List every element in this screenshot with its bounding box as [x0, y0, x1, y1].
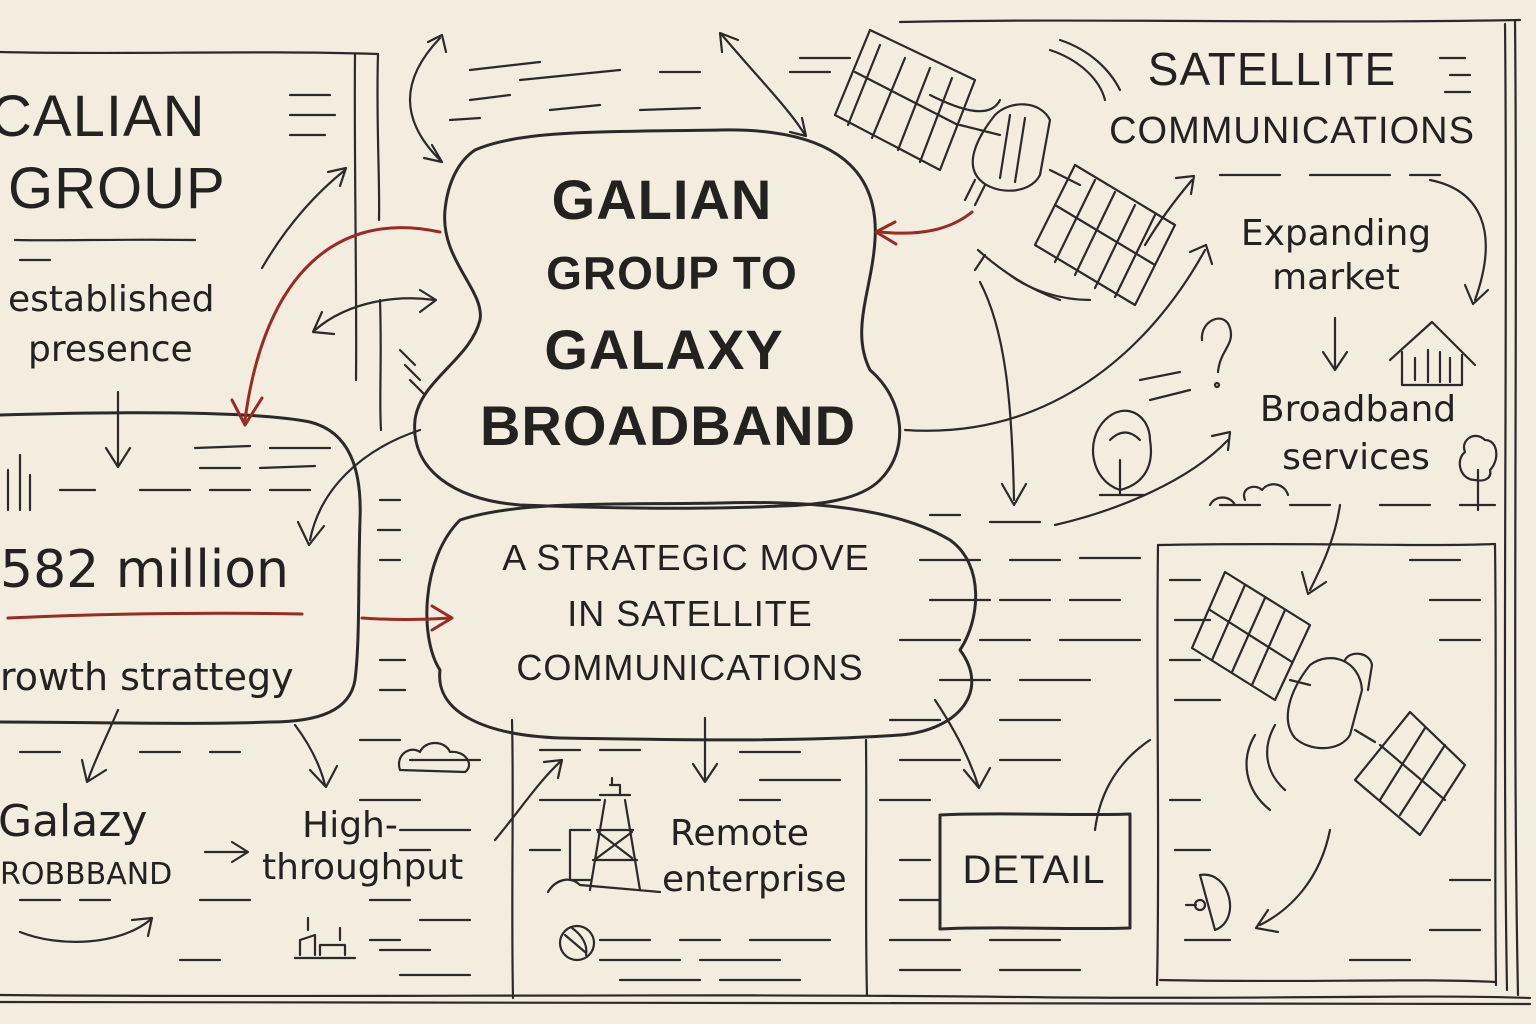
center-title-line4: BROADBAND — [479, 394, 857, 457]
broadband-line1: Broadband — [1259, 389, 1457, 430]
center-subtitle-line3: COMMUNICATIONS — [516, 647, 864, 688]
globe-icon — [558, 924, 596, 962]
growth-strategy-label: rowth strattegy — [0, 655, 294, 699]
expanding-line1: Expanding — [1240, 213, 1432, 254]
chart-bars-icon — [6, 453, 32, 512]
tree-icon — [1091, 409, 1498, 512]
left-panel-outline — [0, 238, 362, 725]
satellite-icon — [833, 28, 1177, 307]
high-line1: High- — [302, 805, 398, 846]
expanding-line2: market — [1272, 257, 1400, 298]
dish-icon — [1184, 873, 1232, 932]
cloud-icon — [397, 483, 1290, 774]
tower-icon — [546, 776, 662, 894]
left-title-line2: GROUP — [8, 156, 226, 221]
detail-box-outline — [938, 812, 1132, 931]
frame-lines — [0, 18, 1532, 1006]
scribble-lines — [18, 38, 1497, 982]
satellite-icon-small — [1190, 570, 1467, 837]
detail-label: DETAIL — [962, 848, 1106, 892]
established-line1: established — [8, 279, 215, 320]
center-title-line3: GALAXY — [544, 318, 784, 381]
black-arrows — [18, 31, 1490, 943]
question-mark-icon — [1200, 317, 1233, 389]
galazy-line1: Galazy — [0, 796, 148, 847]
center-title-line1: GALIAN — [551, 168, 773, 231]
red-arrows — [230, 210, 974, 632]
high-line2: throughput — [262, 847, 464, 888]
center-cloud — [413, 128, 978, 742]
galazy-line2: ROBBBAND — [0, 857, 173, 892]
remote-line1: Remote — [670, 813, 809, 854]
house-icon — [1388, 320, 1477, 387]
center-subtitle-line2: IN SATELLITE — [567, 593, 813, 634]
center-subtitle-line1: A STRATEGIC MOVE — [502, 537, 870, 578]
factory-icon — [293, 916, 357, 960]
left-title-line1: CALIAN — [0, 84, 206, 149]
center-title-line2: GROUP TO — [546, 247, 798, 299]
right-title-line1: SATELLITE — [1147, 43, 1397, 95]
broadband-line2: services — [1282, 437, 1430, 478]
amount-label: 582 million — [0, 540, 289, 600]
remote-line2: enterprise — [662, 859, 847, 900]
established-line2: presence — [28, 329, 193, 370]
right-title-line2: COMMUNICATIONS — [1109, 110, 1475, 152]
